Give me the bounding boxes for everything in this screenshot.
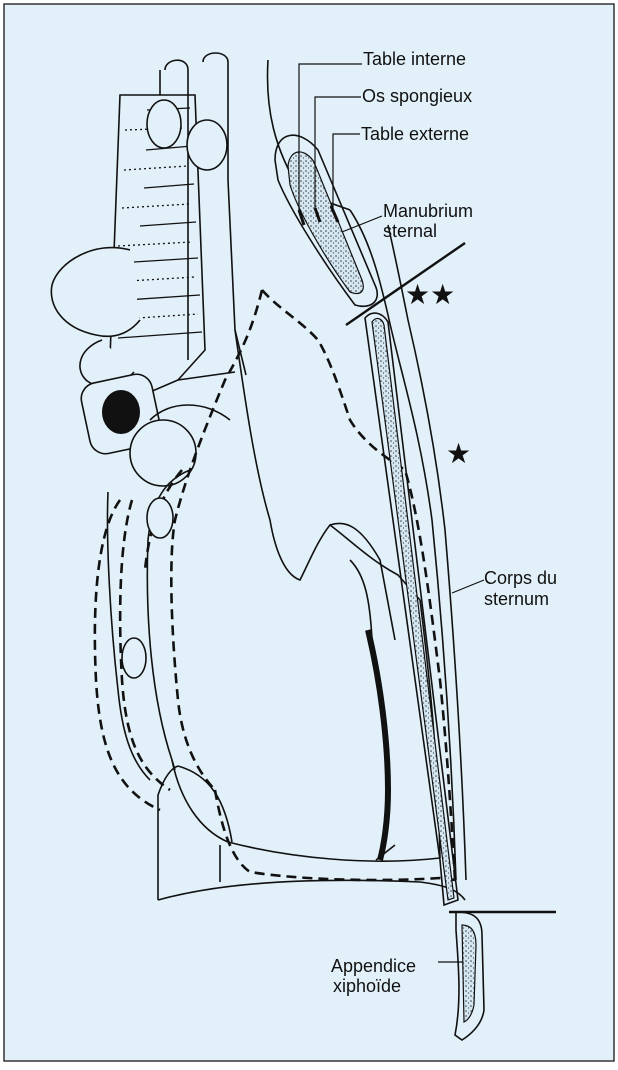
vessel-circle-1 <box>147 100 181 148</box>
label-table-externe: Table externe <box>361 124 469 144</box>
label-corps-line2: sternum <box>484 589 549 609</box>
single-star-marker: ★ <box>446 437 471 470</box>
label-os-spongieux: Os spongieux <box>362 86 472 106</box>
label-appendice-line2: xiphoïde <box>333 976 401 996</box>
label-manubrium-line1: Manubrium <box>383 201 473 221</box>
label-table-interne: Table interne <box>363 49 466 69</box>
label-appendice-line1: Appendice <box>331 956 416 976</box>
vessel-circle-2 <box>187 120 227 170</box>
double-star-marker: ★★ <box>405 278 455 311</box>
label-corps-line1: Corps du <box>484 568 557 588</box>
label-manubrium-line2: sternal <box>383 221 437 241</box>
esophagus-lumen <box>102 390 140 434</box>
